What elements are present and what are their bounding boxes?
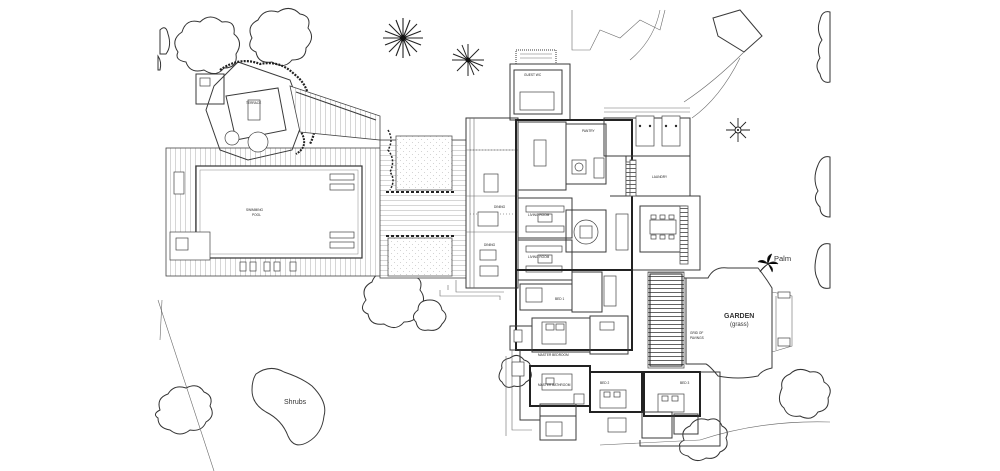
- svg-text:SWIMMING: SWIMMING: [246, 208, 264, 212]
- svg-text:GUEST WC: GUEST WC: [524, 73, 542, 77]
- tree-icon: [814, 243, 831, 289]
- star-tree-icon: [383, 18, 423, 58]
- tree-icon: [157, 54, 162, 71]
- lawn-panel: [395, 135, 453, 191]
- pavilion: [195, 59, 381, 161]
- star-tree-icon: [726, 118, 750, 142]
- garden-area: GARDEN (grass): [684, 267, 793, 379]
- shrubs-label: Shrubs: [284, 399, 307, 406]
- tree-icon: [778, 368, 831, 419]
- steps: [647, 271, 685, 369]
- svg-text:MASTER BEDROOM: MASTER BEDROOM: [538, 353, 569, 357]
- lawn-panel: [387, 237, 453, 277]
- svg-text:LIVING ROOM: LIVING ROOM: [528, 255, 550, 259]
- tree-icon: [412, 299, 447, 331]
- svg-text:PAVINGS: PAVINGS: [690, 336, 704, 340]
- svg-text:MASTER BATHROOM: MASTER BATHROOM: [538, 383, 571, 387]
- svg-text:DINING: DINING: [494, 205, 506, 209]
- svg-text:DINING: DINING: [484, 243, 496, 247]
- svg-text:LIVING ROOM: LIVING ROOM: [528, 213, 550, 217]
- tree-icon: [814, 156, 831, 218]
- tree-icon: [154, 385, 213, 435]
- site-boundary-lines: [157, 9, 831, 471]
- tree-icon: [816, 11, 831, 83]
- svg-text:LAUNDRY: LAUNDRY: [652, 175, 668, 179]
- palm-label: Palm: [774, 254, 791, 263]
- star-tree-icon: [452, 44, 484, 76]
- tree-icon: [159, 27, 171, 55]
- tree-icon: [249, 8, 312, 66]
- svg-text:BED 1: BED 1: [555, 297, 564, 301]
- svg-text:POOL: POOL: [252, 213, 261, 217]
- room-annotations: GUEST WC PANTRY LIVING ROOM LIVING ROOM …: [246, 73, 689, 385]
- svg-text:TERRACE: TERRACE: [246, 101, 261, 105]
- main-house: LAUNDRY MASTER BEDRO: [465, 49, 721, 447]
- svg-text:PANTRY: PANTRY: [582, 129, 596, 133]
- garden-sub-label: (grass): [730, 322, 749, 328]
- svg-text:BED 2: BED 2: [600, 381, 609, 385]
- svg-text:BED 3: BED 3: [680, 381, 689, 385]
- garden-label: GARDEN: [724, 313, 754, 320]
- shrubs-area: Shrubs: [251, 368, 326, 446]
- palm-icon: [757, 253, 779, 273]
- hedge-line: [386, 129, 456, 237]
- tree-icon: [174, 16, 240, 74]
- svg-text:GRID OF: GRID OF: [690, 331, 703, 335]
